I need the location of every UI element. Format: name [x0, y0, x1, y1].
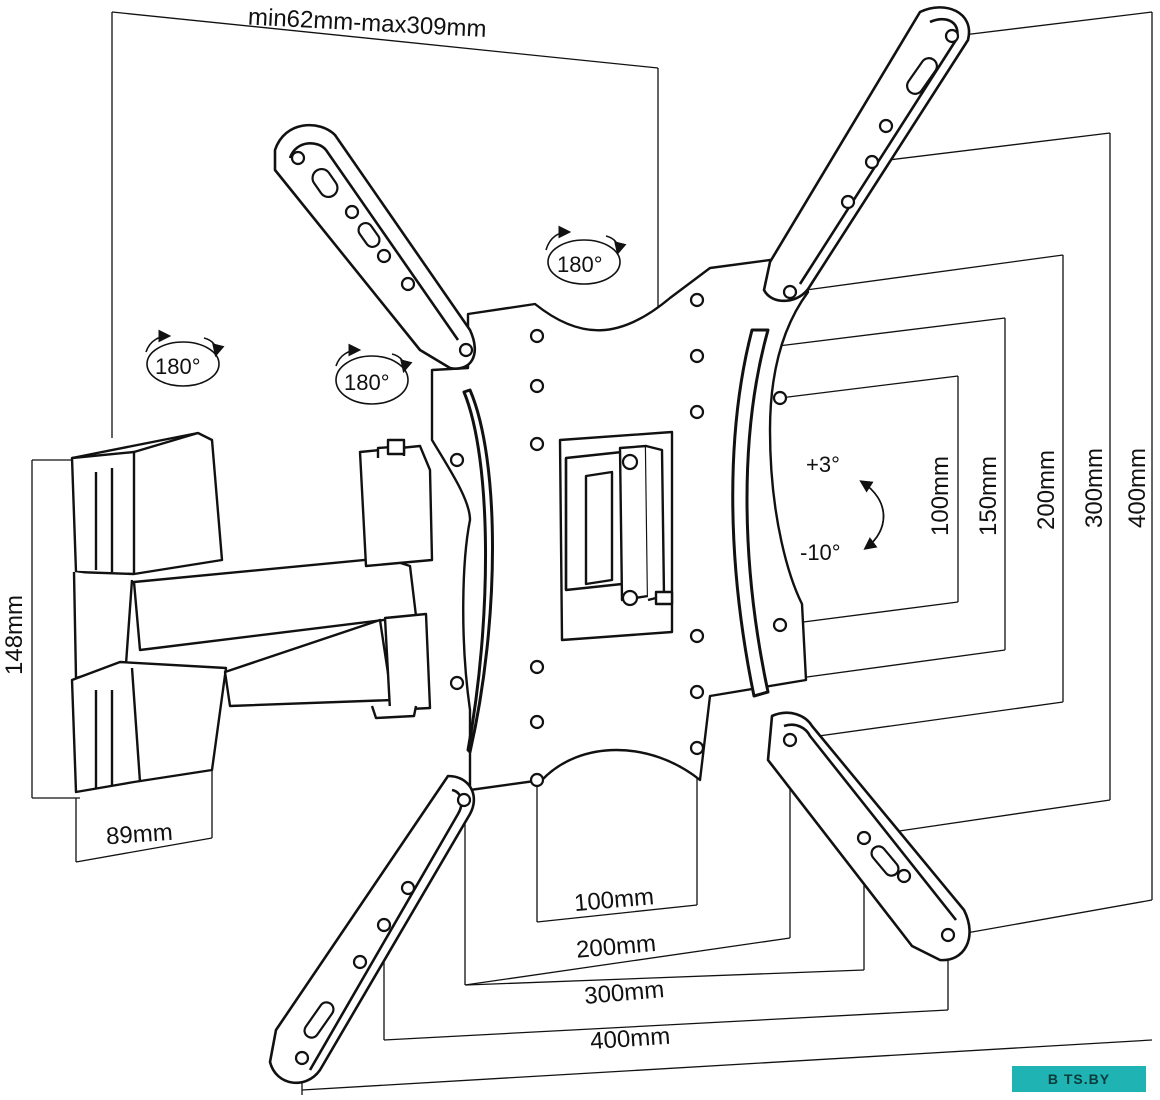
horizontal-300mm-label: 300mm	[583, 976, 665, 1010]
swing-arm	[132, 438, 434, 720]
horizontal-100mm-label: 100mm	[573, 883, 655, 917]
vertical-300mm-label: 300mm	[1081, 448, 1108, 528]
swivel-label-top: 180°	[557, 252, 603, 277]
horizontal-400mm-label: 400mm	[589, 1023, 671, 1056]
vesa-plate	[430, 254, 810, 792]
arm-extension-label: min62mm-max309mm	[247, 3, 487, 42]
watermark-badge: B TS.BY	[1012, 1066, 1146, 1092]
wall-plate	[70, 431, 228, 794]
swivel-label-left: 180°	[155, 354, 201, 379]
swivel-label-middle: 180°	[344, 370, 390, 395]
tilt-down-label: -10°	[800, 540, 841, 565]
vertical-150mm-label: 150mm	[975, 456, 1002, 536]
vertical-100mm-label: 100mm	[927, 456, 954, 536]
vertical-200mm-label: 200mm	[1033, 450, 1060, 530]
vertical-400mm-label: 400mm	[1124, 448, 1151, 528]
wall-plate-height-label: 148mm	[1, 595, 28, 675]
adapter-holes	[290, 28, 960, 1066]
tilt-up-label: +3°	[806, 452, 840, 477]
rotation-arrows	[145, 225, 885, 550]
plate-holes	[449, 292, 788, 788]
dimension-lines	[31, 11, 1153, 1095]
wall-plate-width-label: 89mm	[105, 819, 173, 851]
